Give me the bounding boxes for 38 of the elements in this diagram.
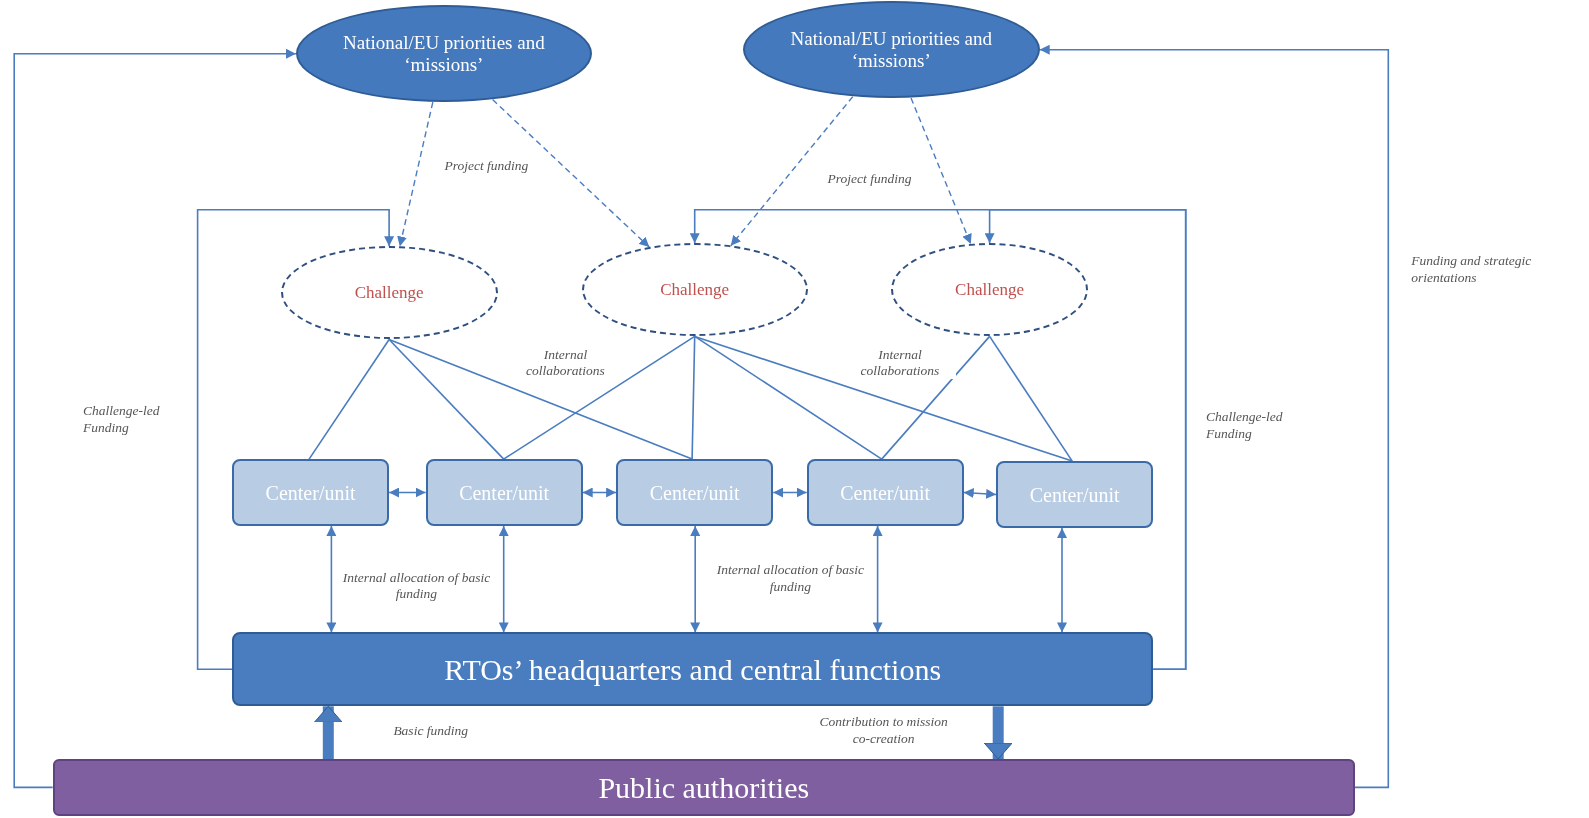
connector-line — [693, 335, 1073, 462]
unit-box: Center/unit — [232, 459, 390, 526]
priority-ellipse: National/EU priorities and ‘missions’ — [742, 1, 1040, 99]
arrow — [772, 487, 808, 498]
arrow — [1038, 44, 1390, 789]
arrow — [1057, 527, 1067, 634]
arrow — [984, 209, 1187, 671]
block-arrow — [313, 705, 343, 759]
challenge-ellipse: Challenge — [890, 243, 1089, 337]
connector-line — [880, 335, 991, 460]
arrow — [872, 525, 883, 634]
arrow — [581, 487, 617, 498]
challenge-ellipse: Challenge — [581, 243, 808, 337]
arrow — [326, 525, 337, 634]
arrow — [690, 525, 701, 634]
headquarters-bar: RTOs’ headquarters and central functions — [232, 632, 1154, 707]
priority-ellipse: National/EU priorities and ‘missions’ — [295, 5, 592, 103]
arrow — [196, 209, 395, 671]
challenge-ellipse: Challenge — [280, 246, 498, 340]
connector-line — [388, 338, 505, 460]
arrow — [910, 97, 972, 245]
arrow — [962, 488, 997, 499]
arrow — [498, 525, 509, 634]
connector-line — [308, 338, 390, 460]
connector-line — [691, 335, 696, 460]
unit-box: Center/unit — [806, 459, 964, 526]
block-arrow — [983, 706, 1013, 760]
connector-line — [388, 338, 693, 460]
connector-line — [502, 335, 696, 460]
unit-box: Center/unit — [425, 459, 583, 526]
connector-line — [988, 335, 1073, 462]
authorities-bar: Public authorities — [52, 759, 1355, 816]
arrow — [397, 101, 434, 248]
unit-box: Center/unit — [616, 459, 774, 526]
arrow — [388, 487, 427, 498]
connector-line — [693, 335, 883, 460]
unit-box: Center/unit — [996, 461, 1154, 528]
arrow — [13, 48, 297, 789]
